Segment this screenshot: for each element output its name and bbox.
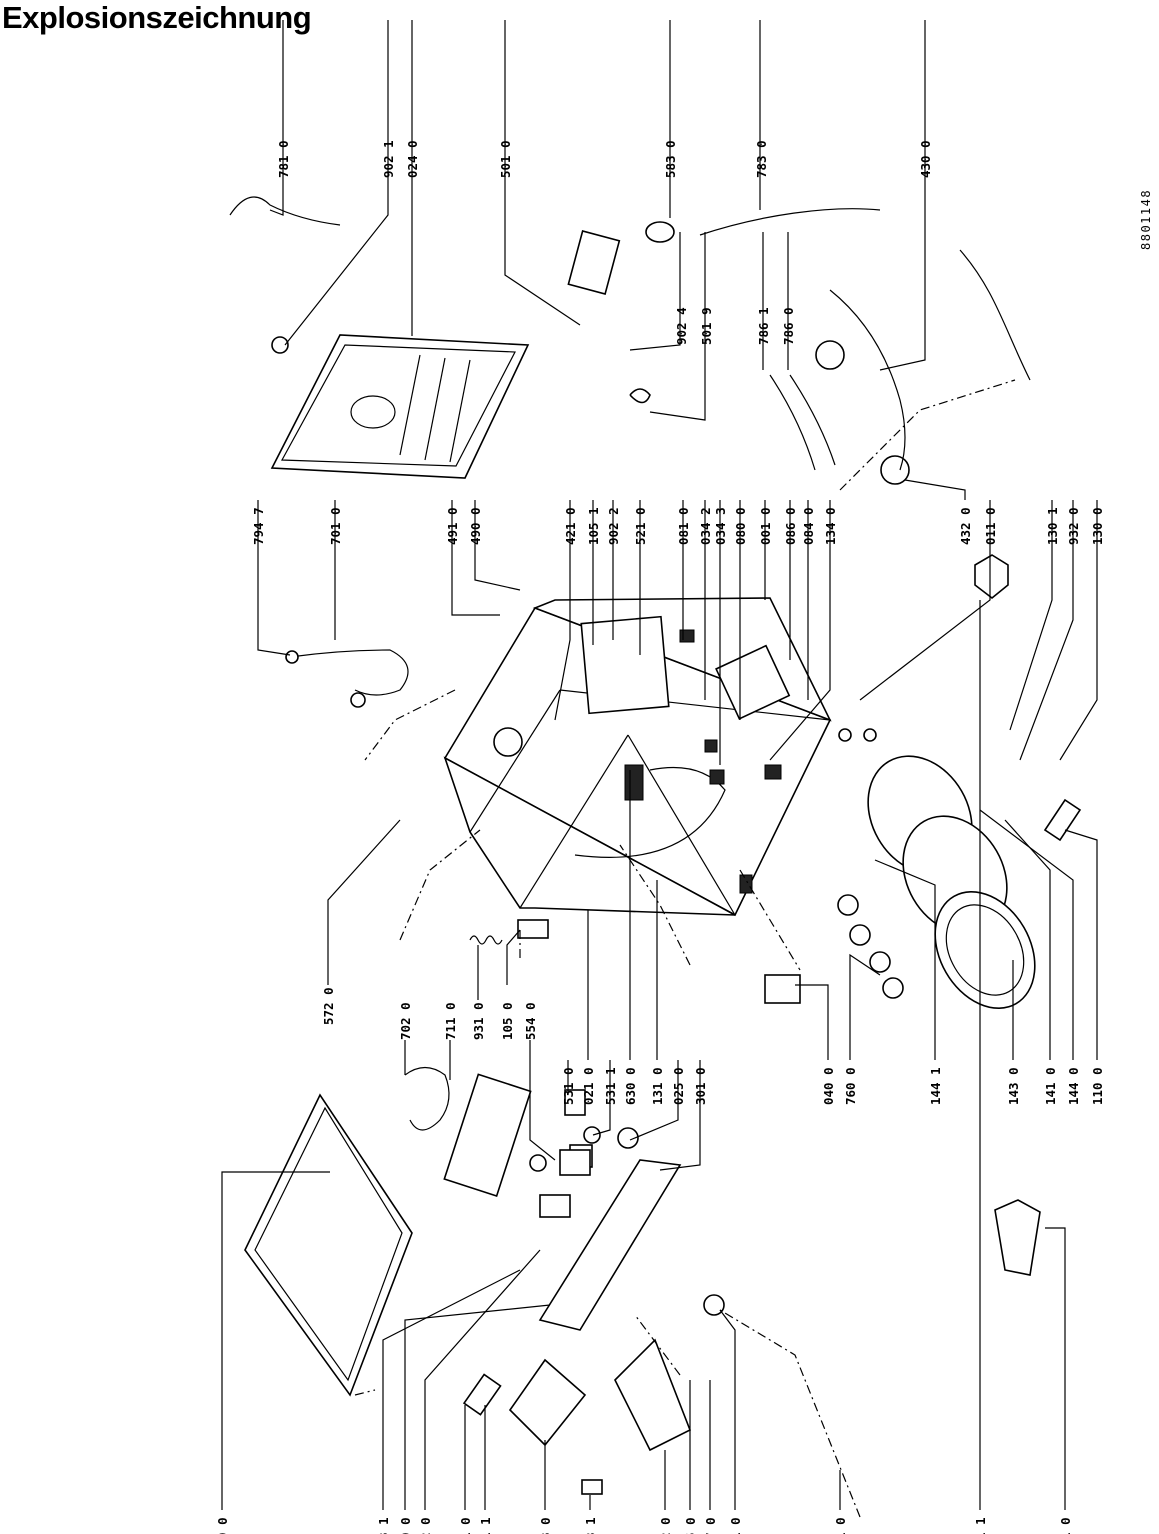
control-panel	[538, 1127, 725, 1331]
label-105-1: 105 1	[586, 507, 601, 545]
label-630-0: 630 0	[623, 1067, 638, 1105]
label-086-0: 086 0	[783, 507, 798, 545]
label-030-0: 030 0	[215, 1517, 230, 1534]
label-143-0: 143 0	[1006, 1067, 1021, 1105]
label-501-9: 501 9	[699, 307, 714, 345]
top-lid	[270, 334, 530, 479]
label-303-0: 303 0	[538, 1517, 553, 1534]
label-041-1: 041 1	[973, 1517, 988, 1534]
label-791-1: 791 1	[478, 1517, 493, 1534]
assembly-lines	[354, 379, 1016, 1518]
label-134-0: 134 0	[823, 507, 838, 545]
label-786-0: 786 0	[781, 307, 796, 345]
label-902-1: 902 1	[381, 140, 396, 178]
door-assembly	[867, 755, 1082, 1010]
label-011-0: 011 0	[983, 507, 998, 545]
label-001-0: 001 0	[758, 507, 773, 545]
label-301-0: 301 0	[693, 1067, 708, 1105]
label-144-1: 144 1	[928, 1067, 943, 1105]
label-490-0: 490 0	[468, 507, 483, 545]
part-labels: 781 0 902 1 024 0 501 0 583 0 783 0 430 …	[215, 140, 1105, 1534]
label-081-0: 081 0	[676, 507, 691, 545]
label-430-0: 430 0	[918, 140, 933, 178]
feet-parts	[974, 554, 1041, 1276]
label-786-1: 786 1	[756, 307, 771, 345]
label-653-1: 653 1	[376, 1517, 391, 1534]
label-034-2: 034 2	[698, 507, 713, 545]
label-902-2: 902 2	[606, 507, 621, 545]
label-332-0: 332 0	[418, 1517, 433, 1534]
label-130-0: 130 0	[1090, 507, 1105, 545]
document-number: 8801148	[1139, 189, 1153, 250]
label-024-0: 024 0	[405, 140, 420, 178]
label-711-0: 711 0	[443, 1002, 458, 1040]
label-554-0: 554 0	[523, 1002, 538, 1040]
label-718-1: 718 1	[583, 1517, 598, 1534]
label-791-0: 791 0	[458, 1517, 473, 1534]
label-531-1: 531 1	[603, 1067, 618, 1105]
label-931-0: 931 0	[471, 1002, 486, 1040]
inlet-hose	[285, 649, 409, 708]
label-084-0: 084 0	[801, 507, 816, 545]
label-041-0: 041 0	[1058, 1517, 1073, 1534]
label-341-0: 341 0	[728, 1517, 743, 1534]
element-parts	[404, 1066, 601, 1197]
label-021-0: 021 0	[581, 1067, 596, 1105]
label-335-0: 335 0	[683, 1517, 698, 1534]
label-421-0: 421 0	[563, 507, 578, 545]
label-760-0: 760 0	[843, 1067, 858, 1105]
label-781-0: 781 0	[276, 140, 291, 178]
label-501-0: 501 0	[498, 140, 513, 178]
label-337-0: 337 0	[703, 1517, 718, 1534]
label-531-0: 531 0	[561, 1067, 576, 1105]
label-583-0: 583 0	[663, 140, 678, 178]
label-144-0: 144 0	[1066, 1067, 1081, 1105]
cabinet-body	[443, 597, 877, 917]
label-131-0: 131 0	[650, 1067, 665, 1105]
label-331-0: 331 0	[833, 1517, 848, 1534]
suspension-parts	[469, 894, 904, 1004]
label-572-0: 572 0	[321, 987, 336, 1025]
label-130-1: 130 1	[1045, 507, 1060, 545]
label-080-0: 080 0	[733, 507, 748, 545]
label-105-0: 105 0	[500, 1002, 515, 1040]
label-521-0: 521 0	[633, 507, 648, 545]
detergent-drawer	[462, 1338, 692, 1495]
label-702-0: 702 0	[398, 1002, 413, 1040]
label-034-3: 034 3	[713, 507, 728, 545]
label-040-0: 040 0	[821, 1067, 836, 1105]
label-432-0: 432 0	[958, 507, 973, 545]
label-712-0: 712 0	[658, 1517, 673, 1534]
label-110-0: 110 0	[1090, 1067, 1105, 1105]
label-141-0: 141 0	[1043, 1067, 1058, 1105]
label-902-4: 902 4	[674, 307, 689, 345]
label-491-0: 491 0	[445, 507, 460, 545]
page-title: Explosionszeichnung	[2, 0, 312, 35]
label-025-0: 025 0	[671, 1067, 686, 1105]
worktop	[244, 1093, 413, 1397]
label-701-0: 701 0	[328, 507, 343, 545]
label-620-0: 620 0	[398, 1517, 413, 1534]
label-783-0: 783 0	[754, 140, 769, 178]
leader-lines	[221, 20, 1098, 1510]
label-794-7: 794 7	[251, 507, 266, 545]
label-932-0: 932 0	[1066, 507, 1081, 545]
pump-and-hoses	[229, 196, 1031, 485]
